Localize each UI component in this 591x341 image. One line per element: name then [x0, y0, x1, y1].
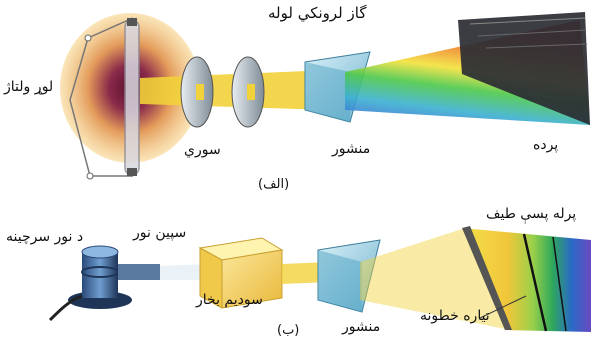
- continuous-spectrum-beam: [360, 228, 510, 330]
- bottom-panel: [48, 226, 591, 332]
- absorption-line: [552, 236, 567, 332]
- light-source-top: [81, 245, 119, 259]
- caption-a: (الف): [258, 177, 290, 192]
- discharge-tube: [124, 19, 140, 176]
- voltage-label: لوړ ولتاژ: [4, 79, 54, 95]
- prism-face: [318, 250, 362, 312]
- screen-frame: [462, 226, 512, 330]
- top-panel: [60, 12, 590, 180]
- voltage-wire: [69, 17, 134, 177]
- lamp-barrel: [118, 264, 160, 280]
- tube-electrode-bottom: [127, 168, 137, 176]
- white-light-beam: [160, 264, 210, 280]
- holes-label: سوري: [184, 142, 221, 158]
- source-label: د نور سرچینه: [6, 229, 84, 245]
- screen-label: پرده: [533, 137, 559, 153]
- prism-face: [305, 62, 350, 122]
- vapor-label: سوديم بخار: [196, 292, 263, 308]
- power-cable: [48, 294, 83, 322]
- spectrum-label: پرله پسې طيف: [486, 206, 577, 222]
- dark-lines-pointer: [479, 295, 527, 319]
- spectrum-screen: [462, 228, 591, 332]
- caption-b: (ب): [277, 323, 300, 338]
- wire-terminal: [84, 34, 92, 42]
- tube-electrode-top: [127, 18, 137, 26]
- wire-terminal: [86, 172, 94, 180]
- absorption-line: [522, 233, 548, 332]
- sodium-vapor-cell-side: [221, 249, 283, 309]
- tube-label: گاز لرونکي لوله: [268, 4, 367, 22]
- dark-lines-label: تیاره خطونه: [420, 308, 490, 324]
- prism-label-bottom: منشور: [342, 319, 381, 335]
- white-light-label: سپین نور: [133, 225, 187, 241]
- aperture-slit-1: [196, 84, 204, 100]
- screen: [458, 12, 590, 125]
- aperture-slit-2: [247, 84, 255, 100]
- prism-label-top: منشور: [332, 141, 371, 157]
